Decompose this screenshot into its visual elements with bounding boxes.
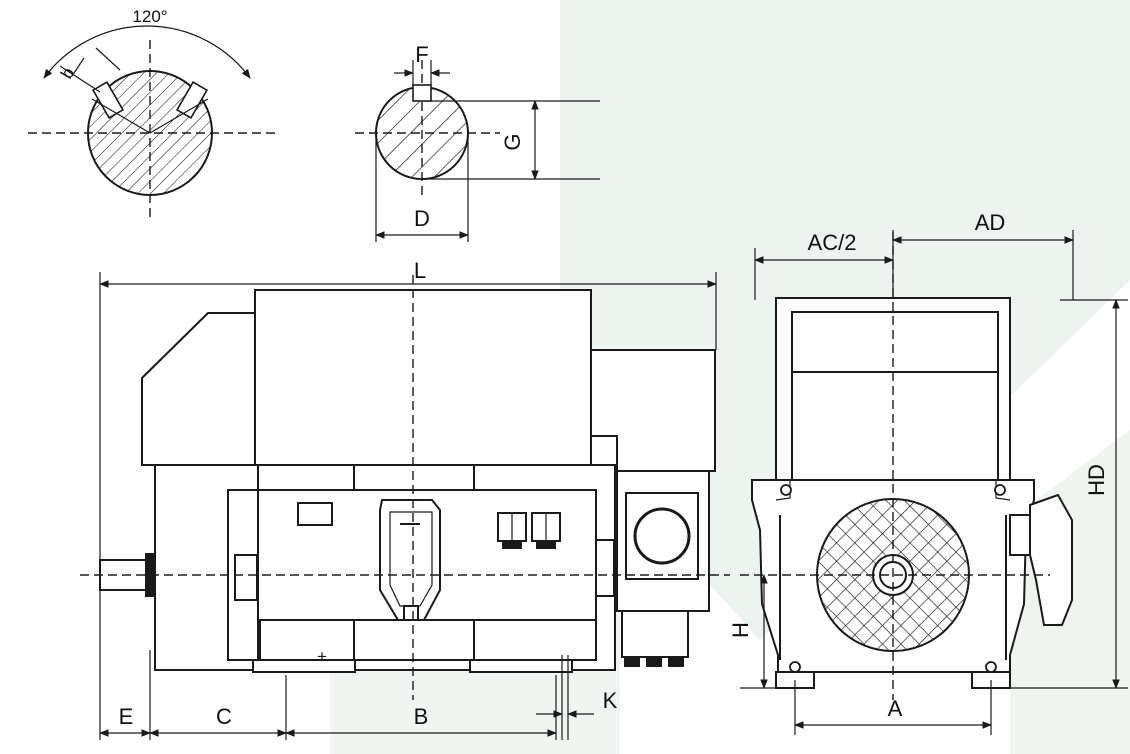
hd-label: HD xyxy=(1084,464,1109,496)
shaft-height-g-label: G xyxy=(500,133,525,150)
ad-label: AD xyxy=(975,210,1006,235)
half-ac-label: AC/2 xyxy=(808,230,857,255)
angle-label: 120° xyxy=(132,7,167,26)
plus-mark: + xyxy=(317,647,327,666)
c-label: C xyxy=(216,704,232,729)
shaft-diameter-d-label: D xyxy=(414,206,430,231)
k-label: K xyxy=(603,688,618,713)
motor-side-view: + xyxy=(80,272,730,740)
shaft-section-two-keys xyxy=(28,25,280,222)
key-width-f-label: F xyxy=(415,42,428,67)
b-span-label: B xyxy=(414,704,429,729)
overall-length-l-label: L xyxy=(414,258,426,283)
a-label: A xyxy=(888,696,903,721)
motor-end-view xyxy=(740,230,1128,735)
shaft-section-single-key xyxy=(355,60,600,242)
key-width-b-label: b xyxy=(57,64,78,82)
shaft-height-h-label: H xyxy=(728,622,753,638)
e-label: E xyxy=(119,704,134,729)
